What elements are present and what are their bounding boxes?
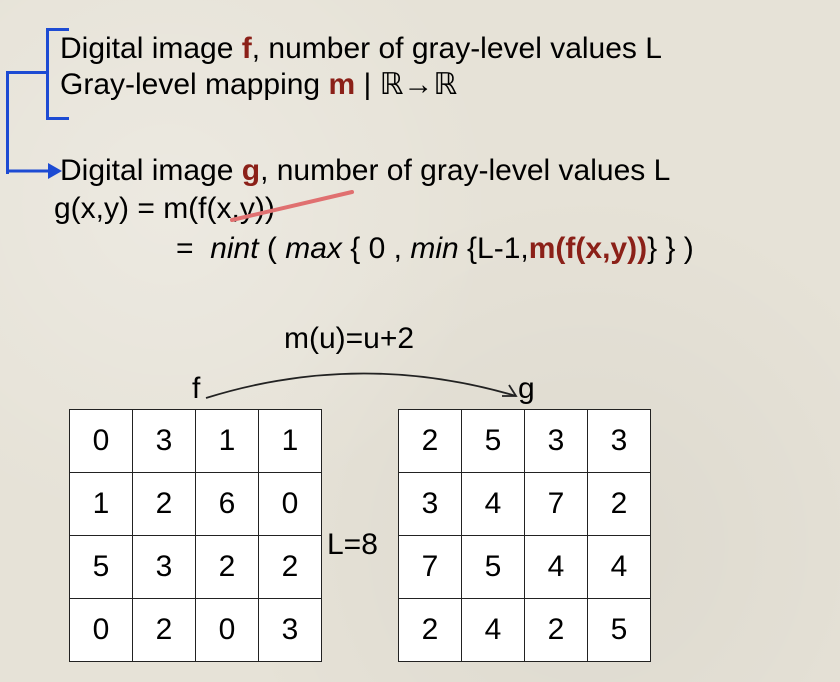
grid-cell: 2 [398,598,462,662]
grid-cell: 3 [132,409,196,473]
grid-cell: 5 [461,535,525,599]
grid-cell: 3 [398,472,462,536]
grid-cell: 2 [524,598,588,662]
bracket-top [46,28,69,120]
grid-cell: 3 [258,598,322,662]
grid-cell: 7 [398,535,462,599]
grid-cell: 3 [587,409,651,473]
grid-cell: 5 [461,409,525,473]
line-nint-formula: = nint ( max { 0 , min {L-1,m(f(x,y))} }… [176,232,694,265]
arrow-right-icon [7,163,62,179]
grid-cell: 1 [195,409,259,473]
grid-cell: 4 [587,535,651,599]
grid-cell: 5 [69,535,133,599]
bracket-connector [6,71,49,174]
grid-cell: 2 [195,535,259,599]
strike-mark [230,190,354,222]
g-label: g [518,372,535,405]
grid-cell: 2 [258,535,322,599]
grid-cell: 4 [461,598,525,662]
grid-cell: 2 [398,409,462,473]
L-label: L=8 [327,528,378,561]
grid-cell: 0 [258,472,322,536]
grid-cell: 0 [195,598,259,662]
line-image-g: Digital image g, number of gray-level va… [60,154,671,187]
grid-cell: 6 [195,472,259,536]
grid-cell: 0 [69,598,133,662]
symbol-m: m [328,68,356,101]
grid-cell: 3 [524,409,588,473]
grid-cell: 2 [132,598,196,662]
line-image-f: Digital image f, number of gray-level va… [60,32,662,65]
mapping-label: m(u)=u+2 [284,322,415,355]
grid-cell: 3 [132,535,196,599]
grid-cell: 7 [524,472,588,536]
symbol-g: g [241,154,261,187]
grid-cell: 4 [461,472,525,536]
grid-cell: 5 [587,598,651,662]
grid-cell: 0 [69,409,133,473]
line-mapping-m: Gray-level mapping m | ℝ→ℝ [60,68,458,101]
grid-cell: 2 [132,472,196,536]
grid-cell: 1 [258,409,322,473]
mapping-arrow-icon [205,372,518,399]
grid-cell: 2 [587,472,651,536]
f-label: f [192,372,201,405]
grid-cell: 1 [69,472,133,536]
symbol-f: f [241,32,252,65]
grid-cell: 4 [524,535,588,599]
